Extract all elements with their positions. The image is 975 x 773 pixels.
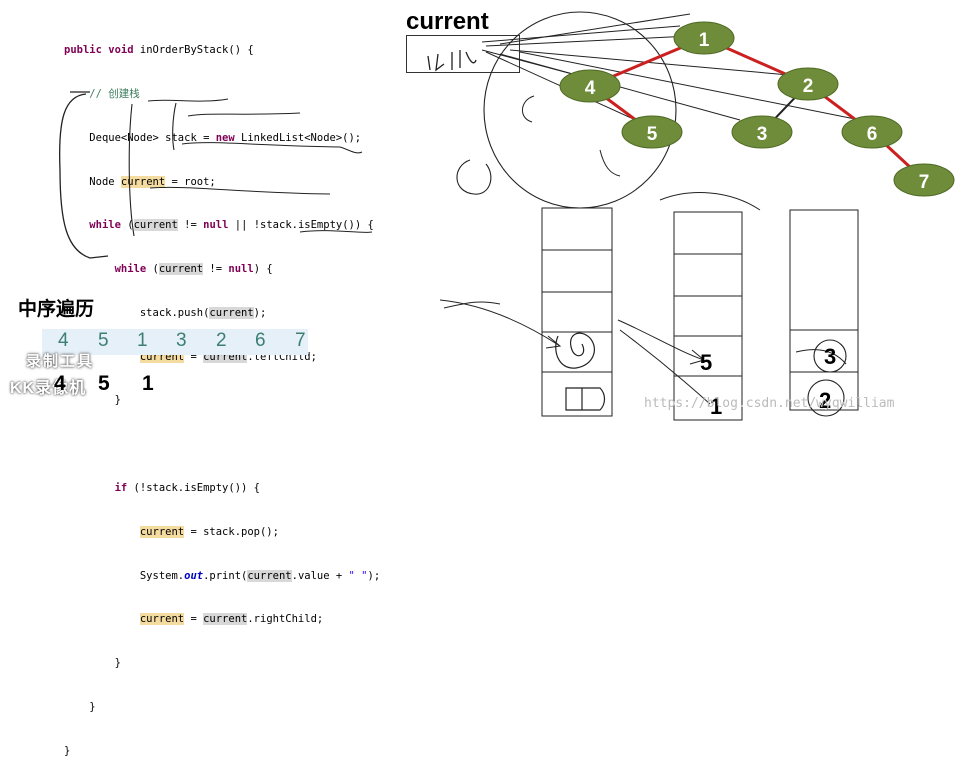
inorder-result-bar xyxy=(42,329,308,355)
annotation-underline xyxy=(181,142,363,154)
current-box-scribble xyxy=(427,50,477,72)
stack-1 xyxy=(541,207,613,417)
inorder-title: 中序遍历 xyxy=(18,299,95,320)
annotation-stroke xyxy=(599,149,621,177)
tree-node-4: 4 xyxy=(559,69,621,103)
inorder-result-item: 5 xyxy=(98,330,109,351)
output-sketch-item: 1 xyxy=(142,372,154,395)
tree-node-2: 2 xyxy=(777,67,839,101)
annotation-arrows xyxy=(439,299,847,405)
annotation-underline xyxy=(299,230,373,233)
tree-node-3: 3 xyxy=(731,115,793,149)
tree-node-label: 6 xyxy=(867,124,878,145)
tree-node-6: 6 xyxy=(841,115,903,149)
annotation-bracket xyxy=(58,93,109,259)
stack-2 xyxy=(673,211,743,421)
watermark-line1: 录制工具 xyxy=(26,353,95,370)
watermark-line2: KK录像机 xyxy=(10,380,87,397)
annotation-stroke xyxy=(659,192,761,211)
annotation-stroke xyxy=(172,102,177,151)
annotation-loop xyxy=(522,95,535,123)
code-comment: // 创建栈 xyxy=(89,87,140,100)
stack2-top-label: 5 xyxy=(700,350,713,375)
current-box xyxy=(406,35,520,73)
tree-node-7: 7 xyxy=(893,163,955,197)
inorder-result-item: 2 xyxy=(216,330,227,351)
tree-node-1: 1 xyxy=(673,21,735,55)
annotation-underline xyxy=(147,98,229,102)
inorder-result-item: 7 xyxy=(295,330,306,351)
tree-node-label: 1 xyxy=(699,30,710,51)
annotation-stroke xyxy=(128,103,135,237)
tree-node-label: 5 xyxy=(647,124,658,145)
diagram-canvas: 1 4 2 5 3 6 7 xyxy=(58,11,955,421)
inorder-result-item: 3 xyxy=(176,330,187,351)
stack3-bottom-label: 2 xyxy=(819,388,832,413)
stack-3 xyxy=(789,209,859,417)
output-sketch-item: 5 xyxy=(98,372,110,395)
tree-nodes: 1 4 2 5 3 6 7 xyxy=(559,21,955,197)
inorder-result-item: 4 xyxy=(58,330,69,351)
inorder-result-item: 6 xyxy=(255,330,266,351)
annotation-loop xyxy=(456,159,492,195)
stack2-bottom-label: 1 xyxy=(710,394,723,419)
tree-node-5: 5 xyxy=(621,115,683,149)
tree-node-label: 3 xyxy=(757,124,768,145)
stack3-top-label: 3 xyxy=(824,344,837,369)
tree-node-label: 4 xyxy=(585,78,596,99)
inorder-result-item: 1 xyxy=(137,330,148,351)
annotation-underline xyxy=(149,186,331,195)
annotation-underline xyxy=(187,112,301,117)
tree-edges xyxy=(589,36,926,182)
output-sketch-item: 4 xyxy=(54,372,66,395)
tree-node-label: 7 xyxy=(919,172,930,193)
current-label: current xyxy=(406,8,489,35)
tree-node-label: 2 xyxy=(803,76,814,97)
blog-url-watermark: https://blog.csdn.net/wyqwilliam xyxy=(644,396,895,411)
